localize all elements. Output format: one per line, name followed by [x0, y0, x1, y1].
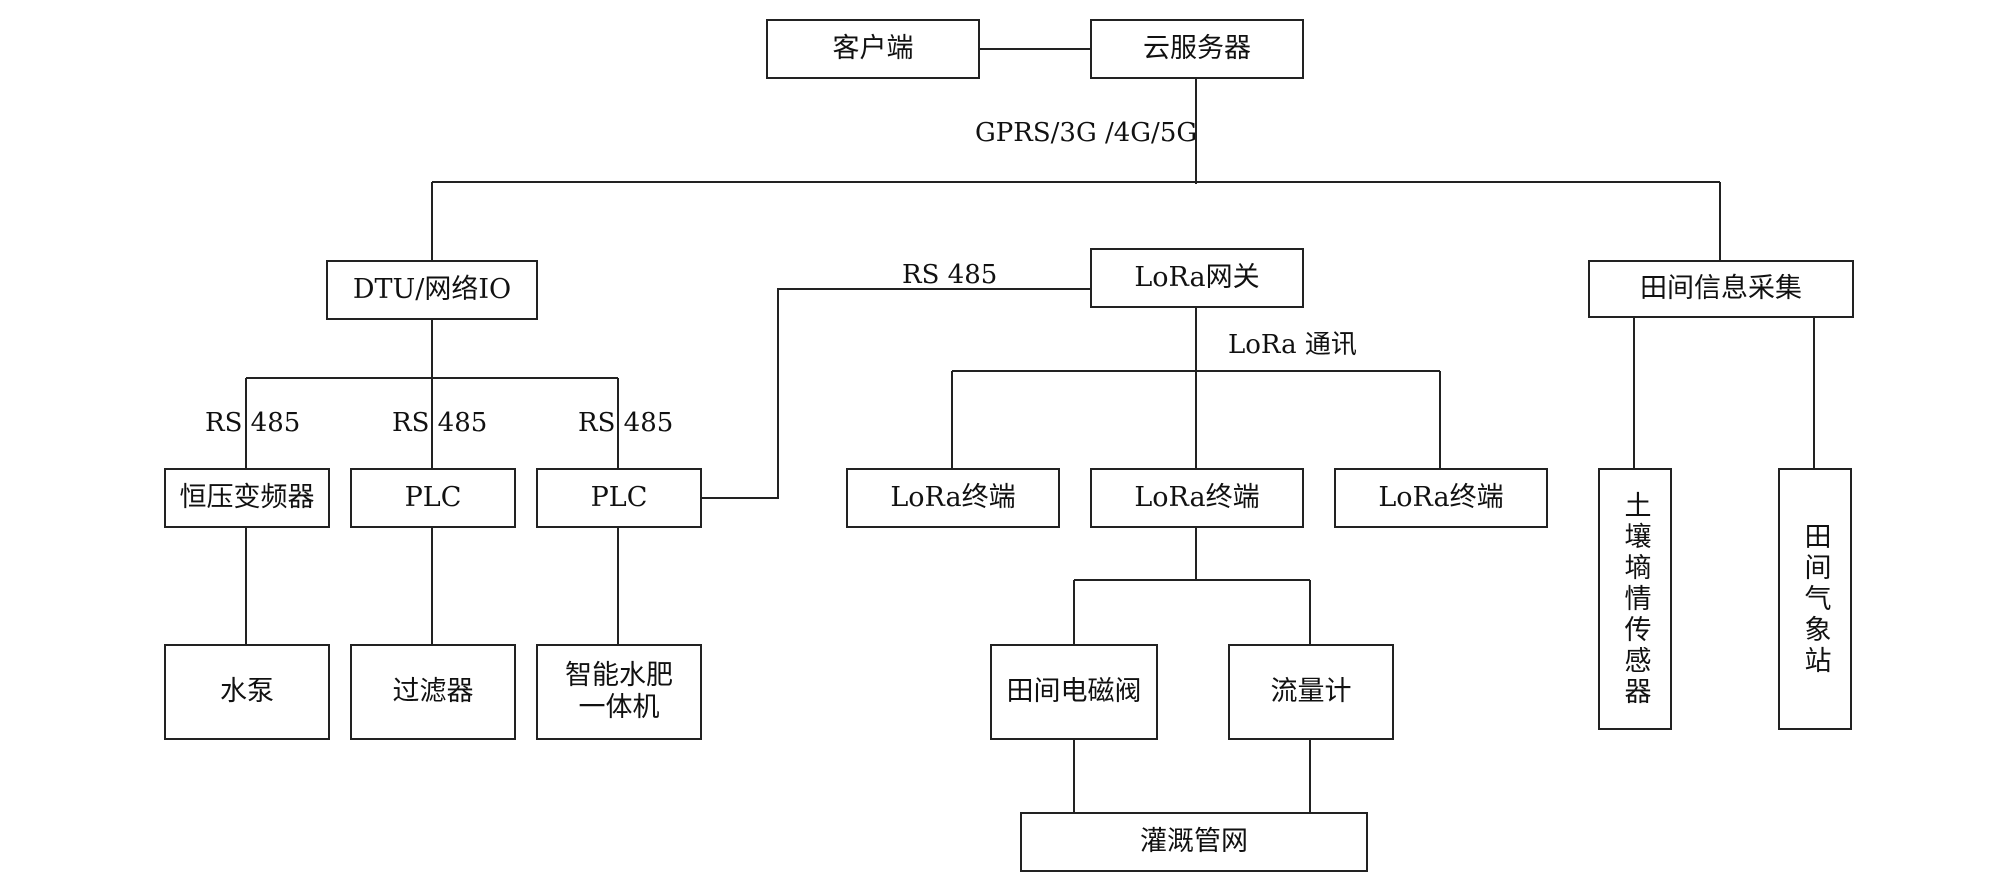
flow-meter-node: 流量计: [1228, 644, 1394, 740]
soil-sensor-node: 土壤墒情传感器: [1598, 468, 1672, 730]
fertigation-label-line2: 一体机: [578, 692, 660, 723]
soil-sensor-label: 土壤墒情传感器: [1619, 490, 1651, 708]
inverter-label: 恒压变频器: [179, 481, 315, 513]
client-node: 客户端: [766, 19, 980, 79]
weather-station-label: 田间气象站: [1799, 521, 1831, 677]
field-info-node: 田间信息采集: [1588, 260, 1854, 318]
filter-node: 过滤器: [350, 644, 516, 740]
lora-terminal-node-3: LoRa终端: [1334, 468, 1548, 528]
pump-label: 水泵: [220, 675, 274, 707]
rs485-plc1-label: RS 485: [392, 408, 488, 438]
rs485-inverter-label: RS 485: [205, 408, 301, 438]
dtu-node: DTU/网络IO: [326, 260, 538, 320]
lora-terminal-node-1: LoRa终端: [846, 468, 1060, 528]
cloud-server-node: 云服务器: [1090, 19, 1304, 79]
plc-node-1: PLC: [350, 468, 516, 528]
solenoid-valve-label: 田间电磁阀: [1006, 675, 1142, 707]
edge-plc2-gateway: [702, 288, 1090, 499]
lora-terminal-1-label: LoRa终端: [890, 481, 1016, 513]
client-label: 客户端: [832, 32, 914, 64]
fertigation-node: 智能水肥 一体机: [536, 644, 702, 740]
plc-2-label: PLC: [590, 481, 648, 513]
filter-label: 过滤器: [392, 675, 474, 707]
lora-terminal-2-label: LoRa终端: [1134, 481, 1260, 513]
irrigation-network-node: 灌溉管网: [1020, 812, 1368, 872]
fertigation-label-line1: 智能水肥: [565, 659, 673, 691]
dtu-label: DTU/网络IO: [352, 273, 512, 305]
lora-comm-label: LoRa 通讯: [1228, 330, 1357, 360]
plc-node-2: PLC: [536, 468, 702, 528]
pump-node: 水泵: [164, 644, 330, 740]
lora-gateway-node: LoRa网关: [1090, 248, 1304, 308]
lora-terminal-3-label: LoRa终端: [1378, 481, 1504, 513]
cloud-link-label: GPRS/3G /4G/5G: [975, 118, 1198, 148]
rs485-plc2-label: RS 485: [578, 408, 674, 438]
irrigation-network-label: 灌溉管网: [1140, 825, 1248, 857]
plc-1-label: PLC: [404, 481, 462, 513]
inverter-node: 恒压变频器: [164, 468, 330, 528]
solenoid-valve-node: 田间电磁阀: [990, 644, 1158, 740]
weather-station-node: 田间气象站: [1778, 468, 1852, 730]
lora-gateway-label: LoRa网关: [1134, 261, 1260, 293]
gateway-plc-link-label: RS 485: [902, 260, 998, 290]
lora-terminal-node-2: LoRa终端: [1090, 468, 1304, 528]
flow-meter-label: 流量计: [1270, 675, 1352, 707]
field-info-label: 田间信息采集: [1640, 272, 1802, 304]
cloud-server-label: 云服务器: [1143, 32, 1251, 64]
